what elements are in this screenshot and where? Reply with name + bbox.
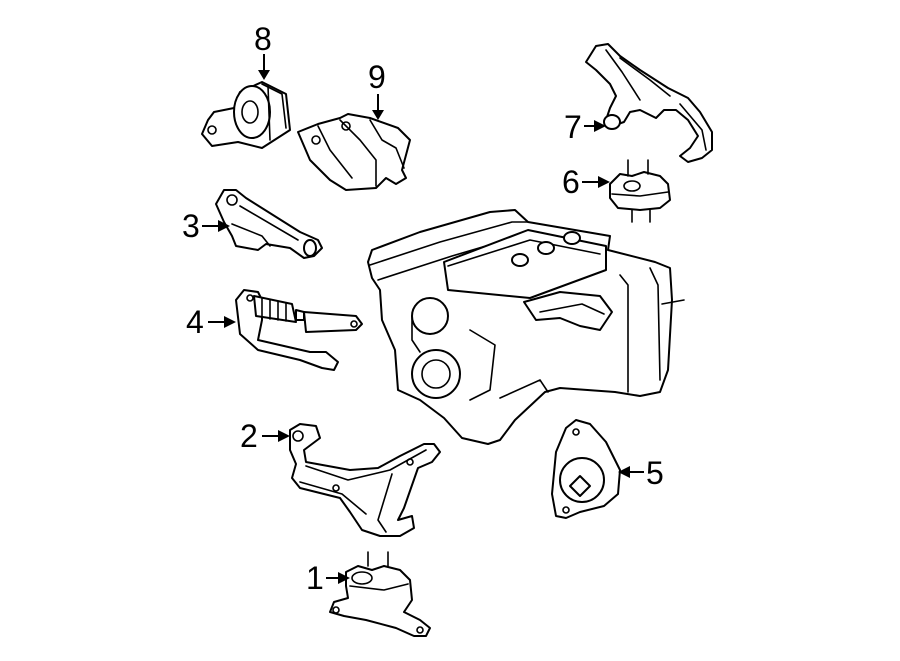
part-8-mount [201,81,291,149]
callout-5: 5 [618,455,664,491]
callout-4: 4 [186,304,236,340]
callout-6-label: 6 [562,164,580,200]
part-9-bracket [297,113,411,191]
part-3-link [215,189,323,259]
part-7-bracket [585,43,713,163]
callout-8-label: 8 [254,21,272,57]
engine-block [367,209,685,445]
callout-2-label: 2 [240,418,258,454]
callout-4-label: 4 [186,304,204,340]
part-5-mount [551,419,621,519]
callout-8: 8 [254,21,272,80]
callout-3-label: 3 [182,208,200,244]
callout-1: 1 [306,560,350,596]
callout-9-label: 9 [368,59,386,95]
callout-5-label: 5 [646,455,664,491]
part-1-mount [329,551,431,637]
callout-3: 3 [182,208,230,244]
part-2-bracket [289,423,441,537]
callout-1-label: 1 [306,560,324,596]
callout-6: 6 [562,164,610,200]
callout-7-label: 7 [564,109,582,145]
part-4-damper [235,289,363,371]
callout-2: 2 [240,418,290,454]
callout-9: 9 [368,59,386,120]
part-6-mount [609,159,671,223]
callout-7: 7 [564,109,606,145]
